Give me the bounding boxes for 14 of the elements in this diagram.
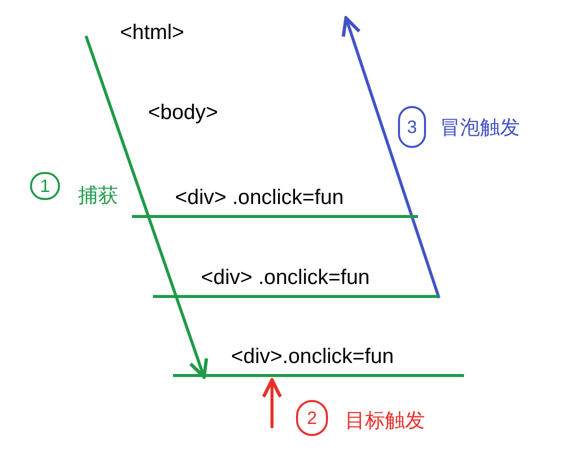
arrow [342, 16, 440, 298]
circled-number: 1 [30, 172, 60, 200]
underlined-code: <div> .onclick=fun [153, 261, 439, 298]
underlined-code: <div> .onclick=fun [132, 181, 418, 218]
step-label: 冒泡触发 [440, 114, 520, 141]
arrow [84, 36, 208, 379]
circled-number: 3 [398, 106, 426, 148]
underlined-code: <div>.onclick=fun [173, 340, 464, 377]
circled-number: 2 [296, 400, 328, 436]
code-tag: <html> [114, 18, 214, 48]
arrow [262, 378, 282, 428]
step-label: 捕获 [78, 182, 118, 209]
step-label: 目标触发 [345, 407, 425, 434]
code-tag: <body> [142, 98, 242, 128]
